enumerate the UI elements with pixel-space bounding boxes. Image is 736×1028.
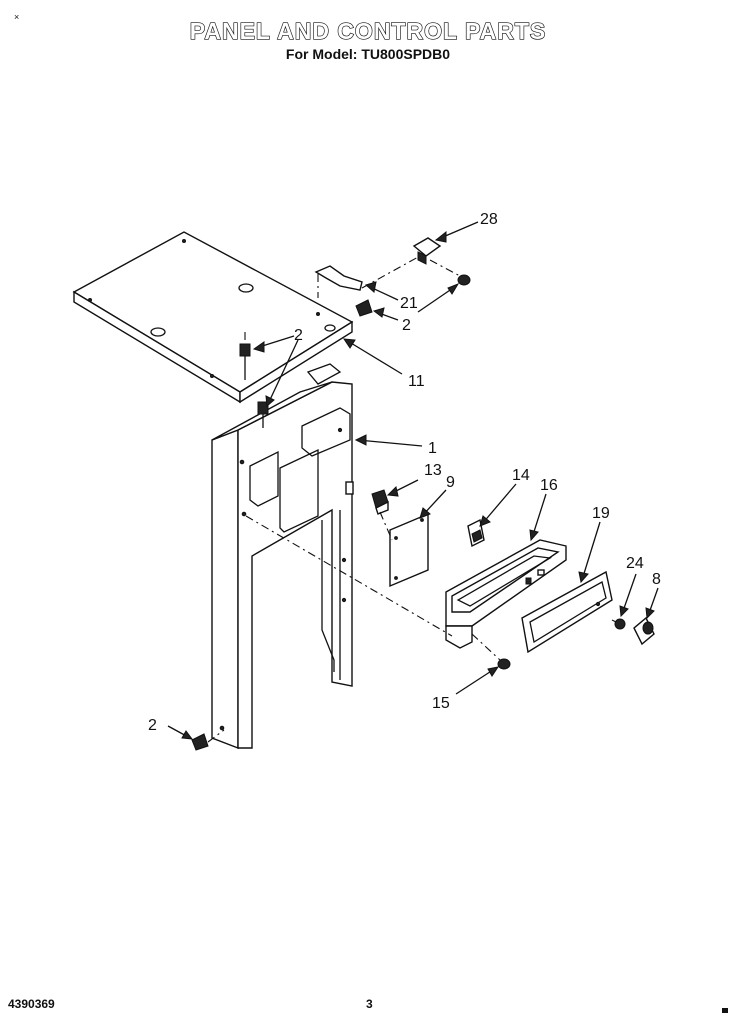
callout-1: 1 [428,440,437,457]
assembly-lines [207,255,617,743]
top-cover-panel [72,231,354,404]
corner-mark: × [14,12,20,22]
page-title: PANEL AND CONTROL PARTS [189,17,547,44]
callout-28: 28 [480,211,498,228]
callout-21: 21 [400,295,418,312]
document-number: 4390369 [8,997,55,1011]
hinge-bracket [314,237,442,291]
control-panel-frame [211,363,354,750]
callout-13: 13 [424,462,442,479]
callout-15: 15 [432,695,450,712]
screws [191,274,511,751]
screw-mid [257,401,269,428]
screw-right [457,274,471,286]
console-bezel [445,539,567,649]
callout-11: 11 [408,373,425,390]
callout-19: 19 [592,505,610,522]
screw-bottom [191,733,209,751]
callout-labels: 28 21 2 2 11 1 13 9 14 16 19 24 8 15 2 [148,211,661,734]
model-subtitle: For Model: TU800SPDB0 [285,46,451,62]
knob-assembly [614,616,655,646]
screw-top-left [239,343,251,380]
callout-9: 9 [446,474,455,491]
screw-hinge [355,299,373,317]
cover-plate [389,512,429,588]
window-lens [521,570,613,654]
callout-24: 24 [626,555,644,572]
callout-2-bottom: 2 [148,717,157,734]
callout-2-hinge: 2 [402,317,411,334]
corner-dot [722,1008,728,1013]
leader-lines [167,221,659,740]
callout-14: 14 [512,467,530,484]
page-number: 3 [366,997,373,1011]
callout-8: 8 [652,571,661,588]
screw-bezel [497,658,511,670]
callout-2-top: 2 [294,327,303,344]
callout-16: 16 [540,477,558,494]
rocker-switch [371,489,389,515]
